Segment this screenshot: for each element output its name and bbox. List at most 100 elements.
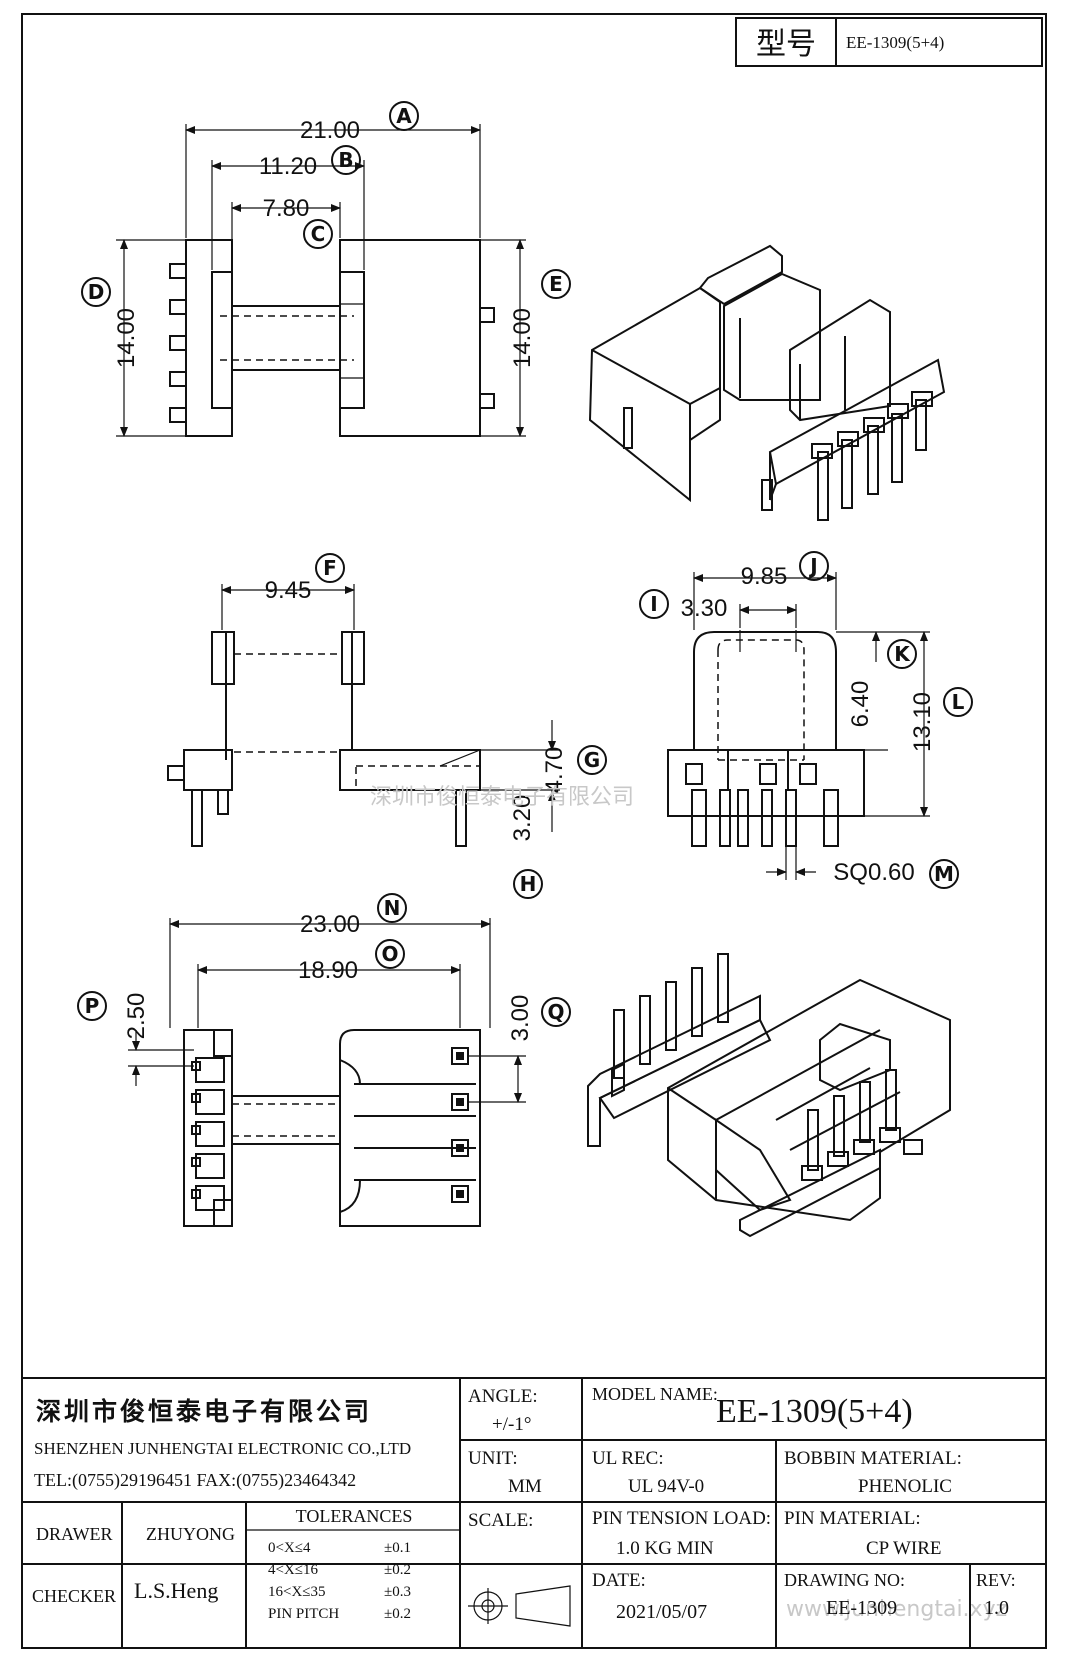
watermark-center: 深圳市俊恒泰电子有限公司 — [370, 785, 634, 810]
callout-d: D — [81, 277, 111, 307]
callout-m: M — [929, 859, 959, 889]
svg-text:C: C — [311, 222, 326, 246]
svg-text:O: O — [381, 942, 398, 966]
tolerance-range-1: 0<X≤4 — [268, 1540, 311, 1556]
iso-view-bottom — [587, 953, 951, 1238]
pin-material-label: PIN MATERIAL: — [784, 1508, 921, 1529]
title-block: 深圳市俊恒泰电子有限公司 SHENZHEN JUNHENGTAI ELECTRO… — [22, 1377, 1046, 1648]
svg-text:B: B — [338, 148, 353, 172]
dim-value-c: 7.80 — [263, 195, 310, 222]
dim-value-a: 21.00 — [300, 117, 360, 144]
svg-text:A: A — [396, 104, 412, 128]
callout-e: E — [541, 269, 571, 299]
drawer-label: DRAWER — [36, 1524, 113, 1544]
svg-text:Q: Q — [547, 1000, 564, 1024]
svg-text:J: J — [808, 554, 817, 578]
callout-o: O — [375, 939, 405, 969]
projection-symbol-icon — [468, 1585, 571, 1627]
model-header: 型号 EE-1309(5+4) — [735, 17, 1043, 67]
svg-text:H: H — [520, 872, 537, 896]
drawing-no-value: EE-1309 — [826, 1597, 897, 1619]
dim-value-i: 3.30 — [681, 595, 728, 622]
callout-p: P — [77, 991, 107, 1021]
dim-value-g: 4.70 — [541, 747, 568, 794]
end-view — [667, 572, 930, 880]
dim-value-j: 9.85 — [741, 563, 788, 590]
company-contact: TEL:(0755)29196451 FAX:(0755)23464342 — [34, 1470, 356, 1491]
callout-f: F — [315, 553, 345, 583]
dim-value-h: 3.20 — [509, 795, 536, 842]
bobbin-material-value: PHENOLIC — [858, 1476, 952, 1497]
svg-text:M: M — [934, 862, 954, 886]
dim-value-k: 6.40 — [847, 681, 874, 728]
svg-text:I: I — [650, 592, 657, 616]
callout-c: C — [303, 219, 333, 249]
tolerance-value-1: ±0.1 — [384, 1540, 411, 1556]
callout-g: G — [577, 745, 607, 775]
iso-view-top — [588, 244, 946, 521]
svg-text:P: P — [85, 994, 100, 1018]
tolerance-range-2: 4<X≤16 — [268, 1562, 319, 1578]
svg-text:F: F — [323, 556, 337, 580]
dim-value-b: 11.20 — [259, 153, 317, 180]
pin-tension-label: PIN TENSION LOAD: — [592, 1508, 771, 1529]
bottom-view — [128, 918, 526, 1227]
tolerance-range-3: 16<X≤35 — [268, 1584, 326, 1600]
model-name-label: MODEL NAME: — [592, 1384, 718, 1404]
callout-q: Q — [541, 997, 571, 1027]
dim-value-o: 18.90 — [298, 957, 358, 984]
drawer-value: ZHUYONG — [146, 1524, 235, 1544]
company-name-cn: 深圳市俊恒泰电子有限公司 — [36, 1397, 372, 1426]
callout-h: H — [513, 869, 543, 899]
callout-a: A — [389, 101, 419, 131]
callout-i: I — [639, 589, 669, 619]
unit-label: UNIT: — [468, 1448, 518, 1469]
scale-label: SCALE: — [468, 1510, 533, 1531]
checker-value: L.S.Heng — [134, 1578, 218, 1603]
callout-b: B — [331, 145, 361, 175]
svg-text:L: L — [952, 690, 965, 714]
rev-value: 1.0 — [984, 1597, 1009, 1619]
tolerance-value-3: ±0.3 — [384, 1584, 411, 1600]
model-header-value: EE-1309(5+4) — [846, 33, 944, 52]
dim-value-n: 23.00 — [300, 911, 360, 938]
tolerance-range-4: PIN PITCH — [268, 1606, 339, 1622]
unit-value: MM — [508, 1476, 542, 1497]
date-value: 2021/05/07 — [616, 1601, 707, 1623]
svg-text:D: D — [88, 280, 105, 304]
model-header-label: 型号 — [756, 28, 816, 61]
callout-j: J — [799, 551, 829, 581]
dim-value-q: 3.00 — [507, 995, 534, 1042]
ul-label: UL REC: — [592, 1448, 664, 1469]
dim-value-f: 9.45 — [265, 577, 312, 604]
dim-value-d: 14.00 — [113, 308, 140, 368]
dim-value-e: 14.00 — [509, 308, 536, 368]
rev-label: REV: — [976, 1570, 1016, 1590]
angle-label: ANGLE: — [468, 1386, 538, 1407]
tolerance-value-4: ±0.2 — [384, 1606, 411, 1622]
tolerances-label: TOLERANCES — [296, 1506, 413, 1526]
dim-value-p: 2.50 — [123, 993, 150, 1040]
svg-text:N: N — [384, 896, 401, 920]
callout-k: K — [887, 639, 917, 669]
model-name-value: EE-1309(5+4) — [716, 1393, 913, 1430]
sheet-border — [21, 13, 1047, 1649]
callout-l: L — [943, 687, 973, 717]
svg-text:E: E — [549, 272, 563, 296]
date-label: DATE: — [592, 1570, 646, 1591]
top-view — [116, 124, 526, 437]
checker-label: CHECKER — [32, 1586, 116, 1606]
pin-material-value: CP WIRE — [866, 1538, 941, 1559]
pin-tension-value: 1.0 KG MIN — [616, 1538, 714, 1559]
side-view — [167, 584, 560, 847]
drawing-no-label: DRAWING NO: — [784, 1570, 905, 1590]
ul-value: UL 94V-0 — [628, 1476, 704, 1497]
angle-value: +/-1° — [492, 1414, 531, 1435]
bobbin-material-label: BOBBIN MATERIAL: — [784, 1448, 962, 1469]
dim-value-m: SQ0.60 — [833, 859, 914, 886]
callout-n: N — [377, 893, 407, 923]
svg-text:K: K — [894, 642, 911, 666]
company-name-en: SHENZHEN JUNHENGTAI ELECTRONIC CO.,LTD — [34, 1439, 411, 1458]
tolerance-value-2: ±0.2 — [384, 1562, 411, 1578]
